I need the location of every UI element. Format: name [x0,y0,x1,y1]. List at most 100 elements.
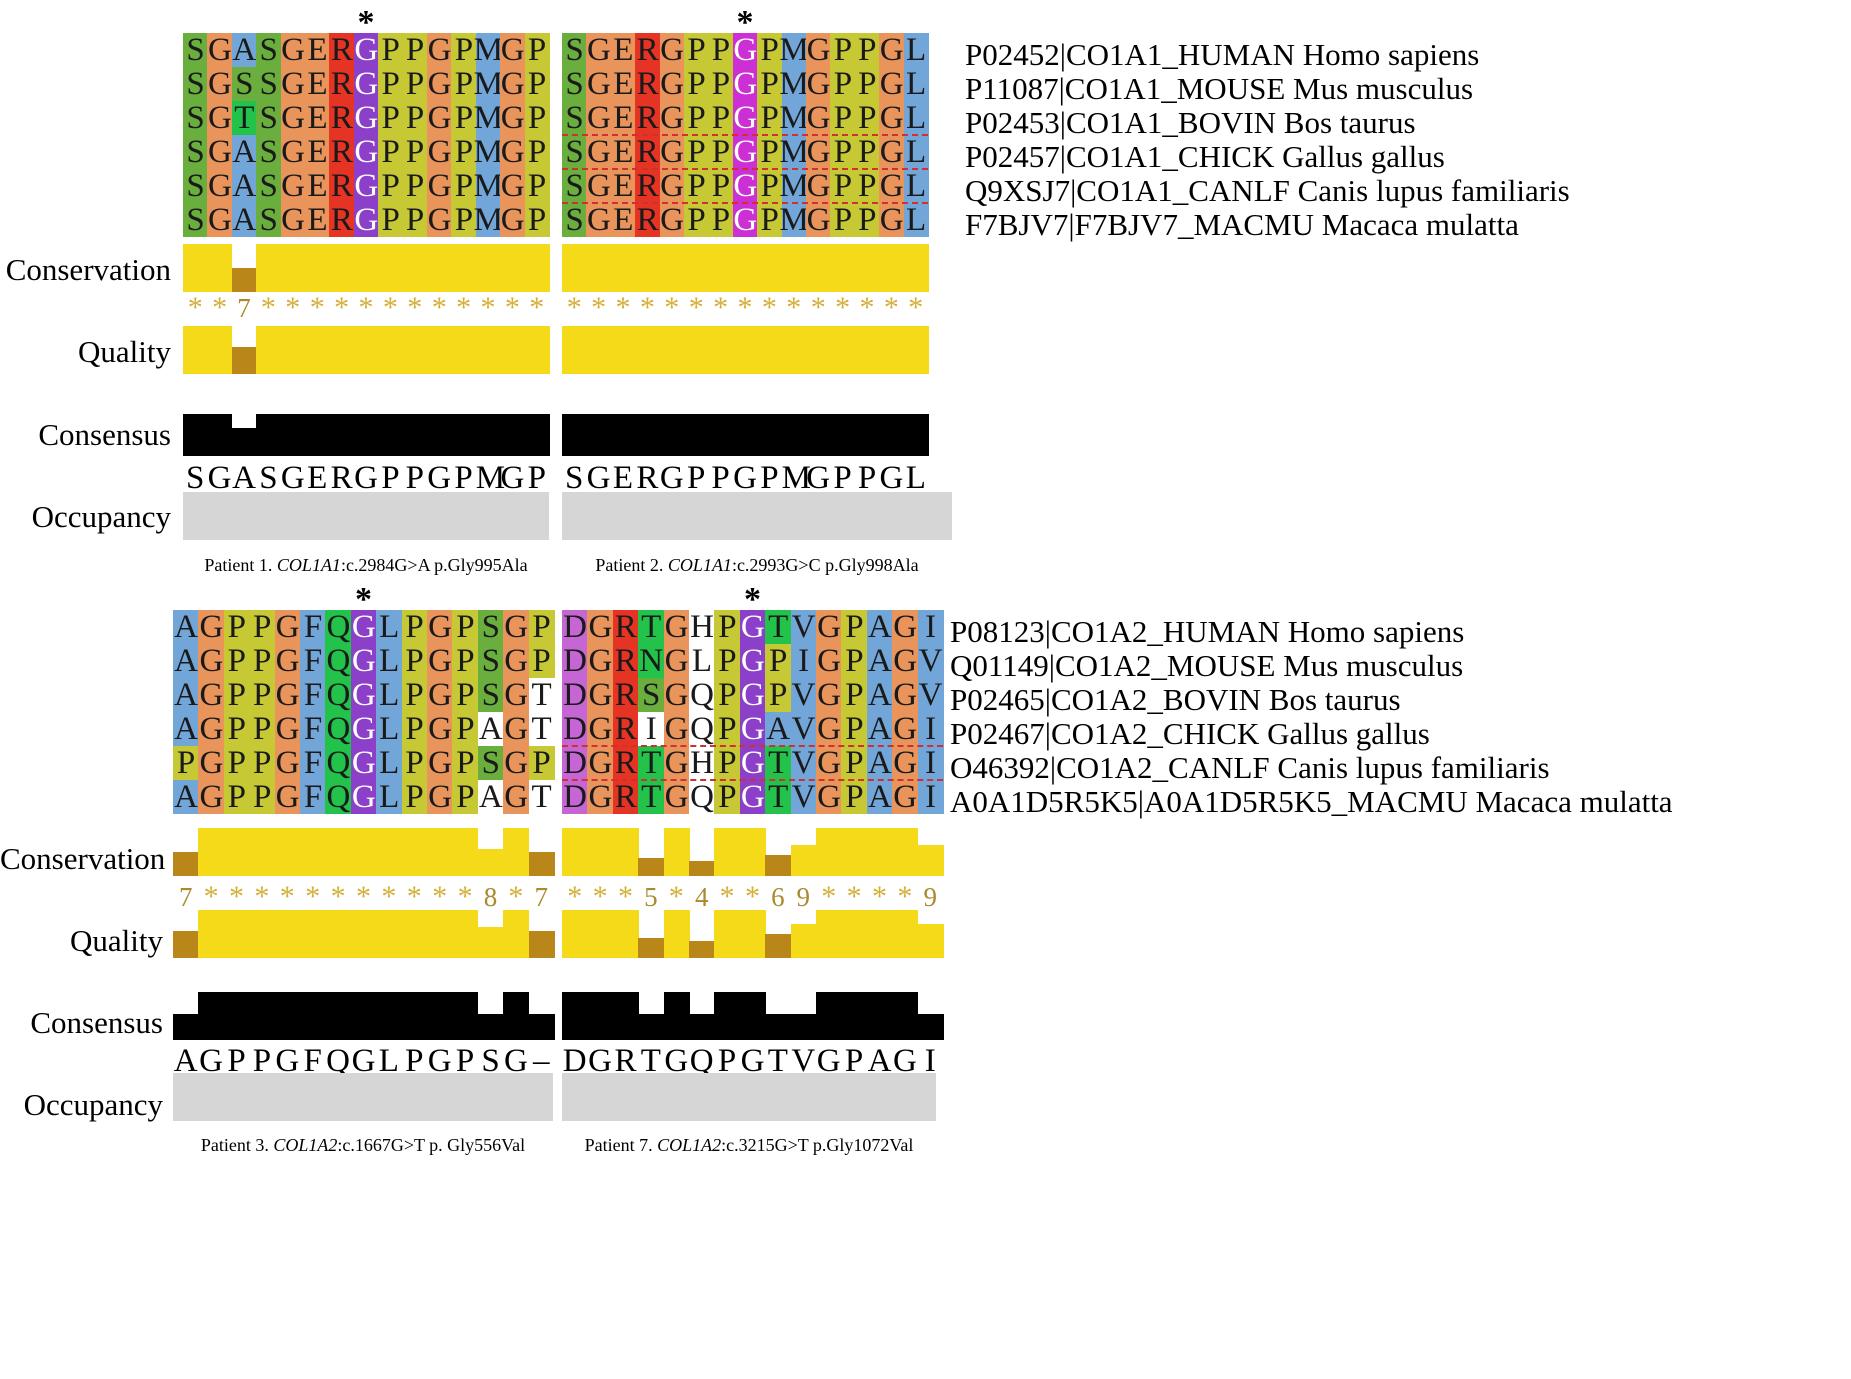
panel2-residue-right-r1-c9: I [790,644,817,678]
panel2-consensus-letter-right-2: R [614,1043,637,1079]
panel1-residue-left-r1-c14: P [524,67,550,101]
panel2-residue-left-r0-c14: P [528,610,555,644]
panel1-residue-left-r1-c5: E [305,67,330,101]
panel1-conservation-score-right-3: * [639,291,655,324]
panel2-residue-left-r4-c9: P [401,746,428,780]
panel1-residue-right-r3-c13: G [879,133,905,170]
panel1-conservation-bar-right-8 [757,244,783,292]
panel1-residue-right-r3-c7: G [732,133,758,170]
panel2-residue-right-r4-c10: G [816,744,842,781]
panel1-conservation-bar-right-0 [562,244,587,292]
panel2-mutation-asterisk-right: * [743,581,761,618]
panel2-residue-left-r2-c0: A [173,676,199,713]
panel2-conservation-bar-left-14 [528,852,555,876]
panel1-residue-left-r0-c1: G [207,31,233,68]
panel1-residue-left-r3-c3: S [256,135,282,169]
panel1-residue-right-r5-c3: R [635,201,661,238]
panel1-residue-left-r1-c6: R [329,65,355,102]
panel2-residue-right-r4-c14: I [917,746,944,780]
panel2-residue-left-r4-c1: G [198,744,225,781]
panel2-conservation-bar-right-6 [714,828,741,876]
panel2-consensus-letter-right-0: D [562,1043,587,1079]
panel2-quality-bar-right-13 [892,910,919,958]
panel2-residue-left-r2-c13: G [503,676,530,713]
panel1-residue-right-r5-c13: G [879,201,905,238]
panel2-residue-left-r4-c2: P [223,746,250,780]
panel2-residue-left-r1-c9: P [401,644,428,678]
panel1-conservation-score-left-7: * [358,291,374,324]
panel1-residue-left-r4-c5: E [305,169,330,203]
panel1-residue-left-r4-c13: G [500,167,526,204]
panel2-residue-left-r1-c6: Q [325,642,352,679]
panel2-conservation-bar-left-7 [350,828,377,876]
panel1-consensus-letter-left-8: P [381,460,400,496]
panel1-conservation-bar-left-13 [500,244,526,292]
panel2-residue-left-r5-c7: G [350,778,377,815]
panel2-quality-bar-right-11 [841,910,868,958]
panel1-consensus-bar-right-12 [854,414,880,456]
panel1-residue-left-r5-c2: A [231,201,257,238]
panel1-quality-bar-right-9 [781,326,807,374]
panel1-residue-right-r3-c3: R [635,133,661,170]
panel2-consensus-letter-left-7: G [351,1043,376,1079]
panel2-residue-left-r2-c7: G [350,676,377,713]
panel2-sequence-label-0: P08123|CO1A2_HUMAN Homo sapiens [950,614,1465,649]
panel2-residue-left-r0-c10: G [427,608,453,645]
panel1-residue-left-r3-c12: M [473,133,503,170]
panel1-residue-right-r1-c5: P [684,67,709,101]
panel2-conservation-bar-left-3 [249,828,276,876]
panel1-conservation-score-left-6: * [334,291,350,324]
panel2-consensus-letter-left-10: G [427,1043,452,1079]
panel1-residue-left-r3-c0: S [183,135,208,169]
panel1-residue-right-r0-c0: S [562,33,587,67]
panel2-quality-bar-right-0 [562,910,588,958]
panel1-conservation-score-right-10: * [810,291,826,324]
panel1-quality-bar-left-7 [353,326,379,374]
panel2-conservation-bar-right-10 [816,828,842,876]
panel1-residue-left-r5-c14: P [524,203,550,237]
panel2-conservation-score-left-4: * [279,880,295,913]
panel1-quality-bar-right-5 [684,326,709,374]
panel1-residue-right-r5-c14: L [903,203,929,237]
panel1-residue-right-r3-c2: E [610,135,636,169]
panel1-consensus-letter-left-6: R [330,460,353,496]
panel1-quality-bar-right-11 [830,326,856,374]
panel2-residue-left-r2-c3: P [249,678,276,712]
panel2-conservation-bar-left-5 [300,828,326,876]
panel2-consensus-bar-left-1 [198,992,225,1040]
panel2-residue-left-r4-c4: G [274,744,301,781]
panel2-residue-right-r2-c12: A [866,676,893,713]
panel1-quality-bar-left-0 [183,326,208,374]
panel1-conservation-score-left-5: * [309,291,325,324]
panel2-residue-left-r2-c1: G [198,676,225,713]
panel1-quality-bar-left-4 [280,326,306,374]
panel1-residue-left-r0-c4: G [280,31,306,68]
panel1-quality-bar-right-13 [879,326,905,374]
panel1-residue-right-r4-c10: G [806,167,831,204]
panel1-consensus-letter-right-12: P [857,460,877,496]
panel2-residue-left-r4-c6: Q [325,744,352,781]
panel1-residue-left-r2-c4: G [280,99,306,136]
panel1-consensus-bar-right-1 [586,414,612,456]
panel1-residue-right-r0-c4: G [659,31,685,68]
panel1-residue-left-r4-c3: S [256,169,282,203]
panel2-consensus-letter-left-12: S [481,1043,500,1079]
panel1-sequence-label-0: P02452|CO1A1_HUMAN Homo sapiens [965,37,1480,72]
panel2-residue-right-r5-c3: T [638,780,665,814]
panel1-quality-bar-left-5 [305,326,330,374]
panel2-residue-right-r3-c12: A [866,710,893,747]
panel2-residue-left-r3-c13: G [503,710,530,747]
panel1-mutation-asterisk-left: * [357,4,375,41]
panel2-consensus-letter-left-2: P [227,1043,246,1079]
panel1-quality-bar-right-0 [562,326,587,374]
panel2-residue-right-r3-c14: I [917,712,944,746]
panel1-residue-right-r2-c0: S [562,101,587,135]
panel1-conservation-score-left-0: * [187,291,203,324]
panel1-residue-right-r3-c8: P [757,135,783,169]
panel1-conservation-score-left-12: * [480,291,496,324]
panel2-residue-left-r0-c5: F [300,610,326,644]
panel2-residue-right-r2-c7: G [739,676,766,713]
panel1-residue-left-r5-c1: G [207,201,233,238]
panel1-residue-right-r4-c1: G [586,167,612,204]
panel2-occupancy-left [173,1073,553,1121]
